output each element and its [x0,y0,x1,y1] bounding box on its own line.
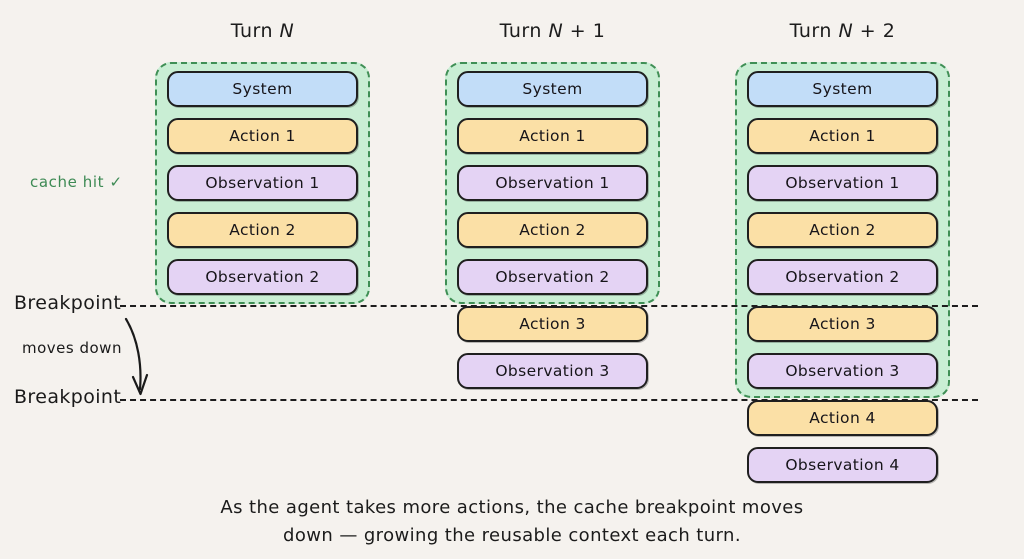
message-box-observation: Observation 3 [457,353,648,389]
message-box-observation: Observation 1 [747,165,938,201]
message-box-action: Action 3 [747,306,938,342]
message-box-action: Action 4 [747,400,938,436]
message-box-observation: Observation 1 [167,165,358,201]
title-prefix: Turn [499,20,549,42]
message-box-action: Action 1 [167,118,358,154]
message-box-observation: Observation 4 [747,447,938,483]
title-prefix: Turn [789,20,839,42]
title-prefix: Turn [230,20,280,42]
breakpoint-label-upper: Breakpoint [14,292,122,314]
caption-line-1: As the agent takes more actions, the cac… [220,497,804,518]
message-box-observation: Observation 2 [457,259,648,295]
title-suffix: + 1 [563,20,606,42]
message-box-observation: Observation 2 [747,259,938,295]
title-variable: N [838,20,854,42]
moves-down-arrow-icon [124,317,149,396]
message-box-observation: Observation 3 [747,353,938,389]
message-box-system: System [747,71,938,107]
moves-down-annotation: moves down [22,339,122,357]
message-box-action: Action 3 [457,306,648,342]
message-box-observation: Observation 1 [457,165,648,201]
message-box-action: Action 1 [747,118,938,154]
caption-line-2: down — growing the reusable context each… [283,524,741,546]
breakpoint-line-lower [120,399,978,401]
message-box-action: Action 2 [457,212,648,248]
title-variable: N [279,20,295,42]
message-box-action: Action 2 [747,212,938,248]
caption: As the agent takes more actions, the cac… [0,494,1024,550]
message-box-action: Action 1 [457,118,648,154]
title-variable: N [548,20,564,42]
breakpoint-label-lower: Breakpoint [14,386,122,408]
column-title-turn-n-plus-2: Turn N + 2 [735,20,950,42]
message-box-action: Action 2 [167,212,358,248]
message-box-system: System [167,71,358,107]
column-title-turn-n-plus-1: Turn N + 1 [445,20,660,42]
column-title-turn-n: Turn N [155,20,370,42]
cache-hit-annotation: cache hit ✓ [30,173,123,191]
message-box-system: System [457,71,648,107]
breakpoint-line-upper [120,305,978,307]
message-box-observation: Observation 2 [167,259,358,295]
title-suffix: + 2 [853,20,896,42]
